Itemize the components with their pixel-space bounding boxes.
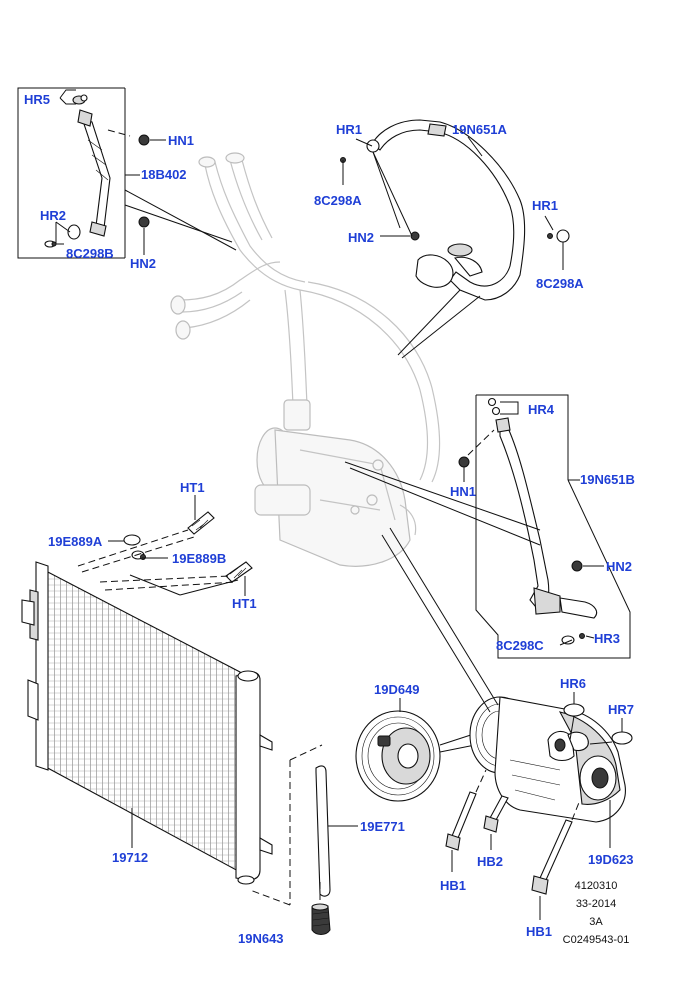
reference-block: 4120310 33-2014 3A C0249543-01 [563,880,630,946]
ghosted-pipe-assembly [170,152,441,567]
hose-19n651a-group [340,119,570,359]
callout-8c298a-right: 8C298A [536,276,584,291]
clutch-pulley-19d649 [355,698,481,802]
callout-ht1-bottom: HT1 [232,596,257,611]
callout-hr7: HR7 [608,702,634,717]
reference-line-4: C0249543-01 [563,934,630,946]
callout-8c298b: 8C298B [66,246,114,261]
stud-ht1-bottom [225,561,253,583]
callout-hr5: HR5 [24,92,50,107]
hose-18b402 [83,119,111,229]
callout-19n643: 19N643 [238,931,284,946]
callout-19n651a: 19N651A [452,122,508,137]
callout-19e889a: 19E889A [48,534,103,549]
callout-hb1-left: HB1 [440,878,466,893]
callout-hn2-left: HN2 [130,256,156,271]
callout-19n651b: 19N651B [580,472,635,487]
stud-ht1-top [187,511,215,535]
seal-19e771-group [249,744,358,906]
callout-hr3: HR3 [594,631,620,646]
reference-line-3: 3A [589,916,603,928]
callout-18b402: 18B402 [141,167,187,182]
oring-hr7 [611,731,633,745]
nut-hn2-mid-icon [410,231,420,241]
reference-line-2: 33-2014 [576,898,616,910]
callout-hb1-bottom: HB1 [526,924,552,939]
callout-ht1-top: HT1 [180,480,205,495]
callout-8c298a-left: 8C298A [314,193,362,208]
hose-19n651b-group [344,394,631,659]
washer-19e889a [123,534,141,546]
hose-19n651b [499,427,550,613]
oring-hr6 [563,703,585,717]
callout-hn1-top: HN1 [168,133,194,148]
callout-hr6: HR6 [560,676,586,691]
callout-19d649: 19D649 [374,682,420,697]
seal-19e771 [315,765,331,897]
nut-hn2-right-icon [571,560,583,572]
nut-hn2-icon [138,216,150,228]
condenser-mount-group [77,495,253,596]
frame-18b402 [17,87,125,259]
bolt-hb1-left [445,769,487,872]
condenser-19712 [21,561,273,885]
nut-hn1-icon [138,134,150,146]
nut-hn1-mid-icon [458,456,470,468]
callout-8c298c: 8C298C [496,638,544,653]
callout-19d623: 19D623 [588,852,634,867]
callout-hr1-right: HR1 [532,198,558,213]
callout-hn1-mid: HN1 [450,484,476,499]
callout-hb2: HB2 [477,854,503,869]
bolt-hb2 [483,795,509,850]
callout-hr1-top: HR1 [336,122,362,137]
callout-hr4: HR4 [528,402,555,417]
callout-hr2: HR2 [40,208,66,223]
callout-19e771: 19E771 [360,819,405,834]
compressor-19d623 [381,527,633,848]
callout-19712: 19712 [112,850,148,865]
callout-hn2-mid: HN2 [348,230,374,245]
reference-line-1: 4120310 [575,880,618,892]
bolt-hb1-bottom [531,799,581,920]
callout-hn2-right: HN2 [606,559,632,574]
callout-19e889b: 19E889B [172,551,226,566]
drier-19n643 [311,880,331,935]
hose-18b402-group [17,87,237,259]
